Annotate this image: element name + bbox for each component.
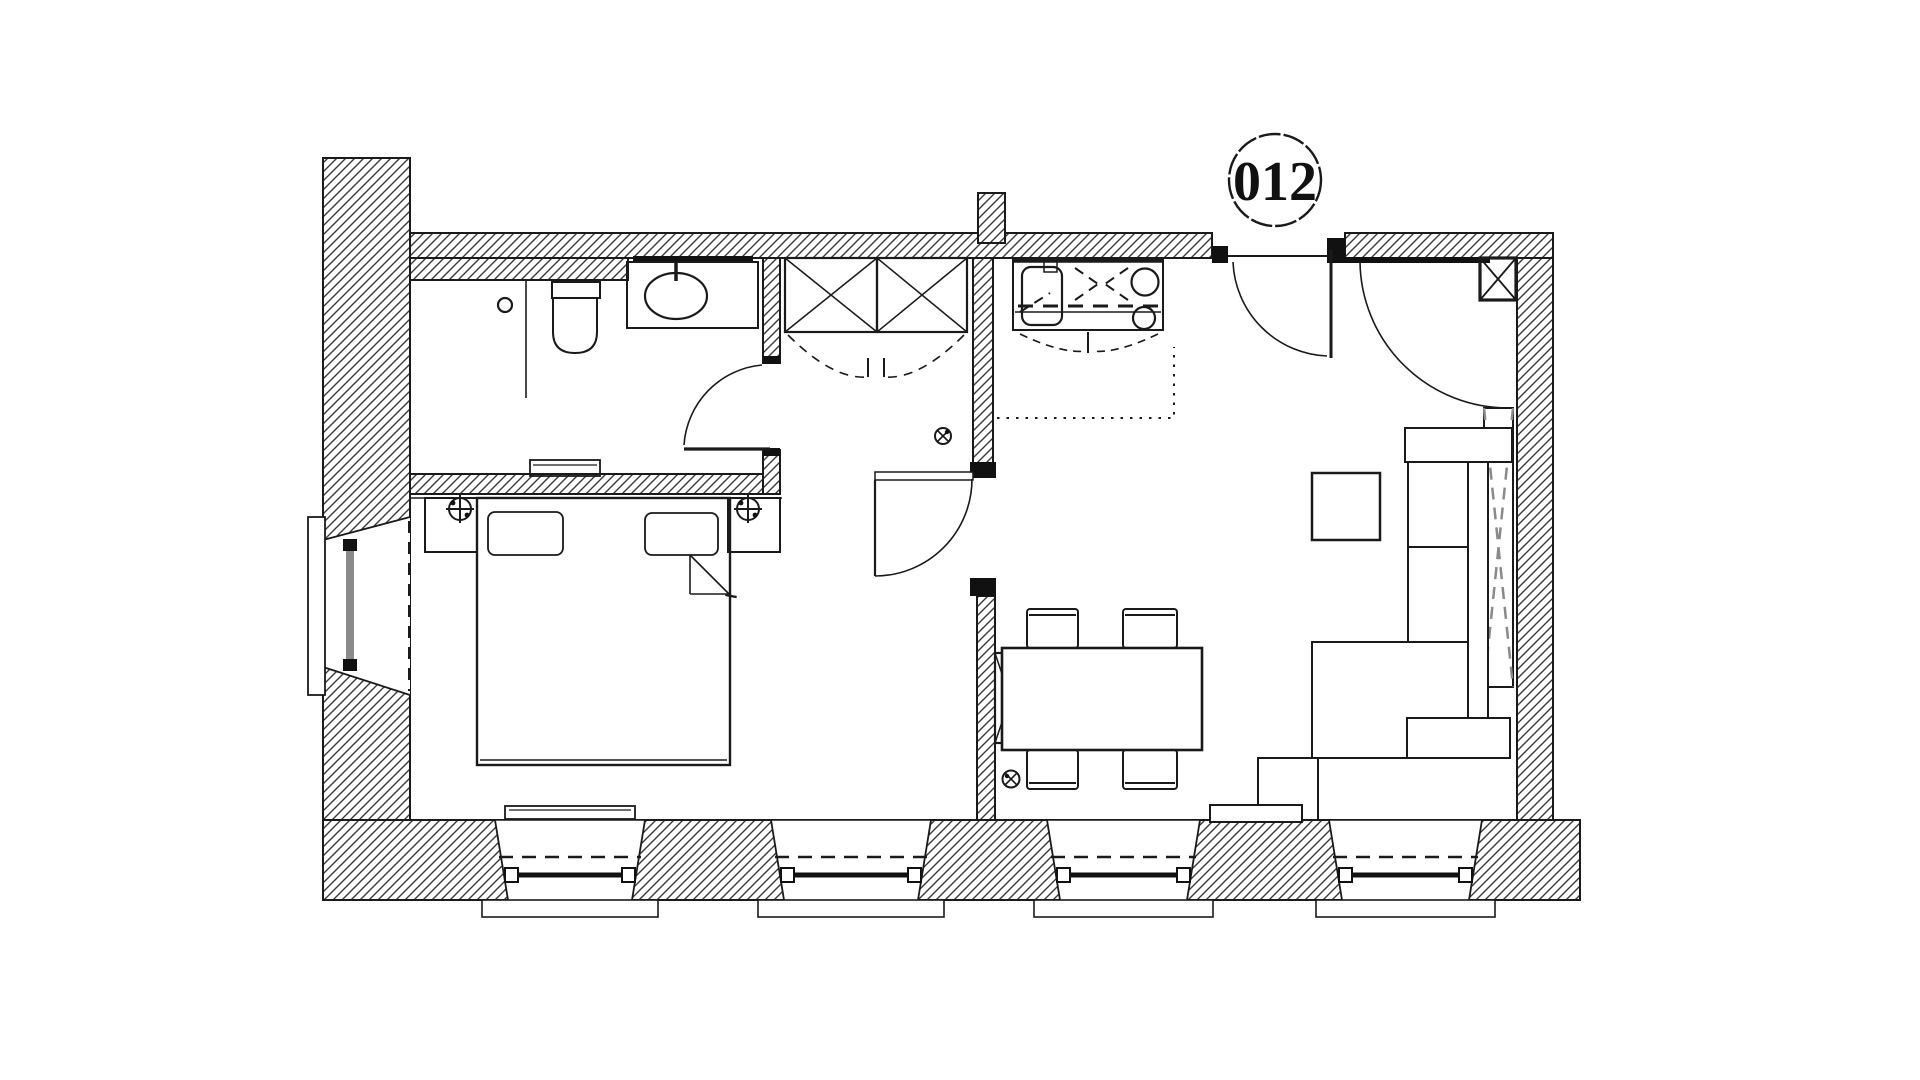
vent-shaft-icon <box>1478 256 1518 302</box>
unit-label-badge: 012 <box>1227 132 1323 228</box>
window-niche <box>771 820 931 900</box>
coffee-table-icon <box>1310 471 1382 542</box>
wall-chimney-stub <box>977 192 1006 244</box>
glazing-cap <box>343 659 357 671</box>
tv-stand-icon <box>1209 804 1303 823</box>
glazing-cap <box>504 867 519 883</box>
wall-divider-upper <box>972 257 994 478</box>
cap-divider-lower <box>970 578 996 596</box>
glazing-bar <box>346 547 354 663</box>
wall-bathroom-east-stub <box>762 449 781 495</box>
windows-bottom <box>481 819 1496 918</box>
glazing-cap <box>1338 867 1353 883</box>
bedroom-doorway-threshold <box>874 471 974 481</box>
living-dining-room <box>993 256 1518 823</box>
toilet-icon <box>552 297 598 355</box>
wall-right <box>1516 257 1554 821</box>
cabinet-door-swing <box>1091 333 1159 353</box>
living-door-swing <box>1359 261 1509 409</box>
pillow-icon <box>487 511 564 556</box>
built-in-wardrobe <box>783 256 969 378</box>
wall-top-living <box>1344 232 1554 259</box>
blanket-fold <box>689 554 737 599</box>
window <box>1315 819 1496 918</box>
unit-label-circle <box>1227 132 1323 228</box>
window-niche <box>1329 820 1482 900</box>
nightstand-icon <box>727 497 781 553</box>
outer-sill <box>481 899 659 918</box>
kitchen-tap-icon <box>1043 258 1058 273</box>
cabinet-door-swing <box>1019 333 1087 353</box>
cap-divider-upper <box>970 462 996 478</box>
cap-bath-door-top <box>763 356 780 364</box>
outer-sill <box>1033 899 1214 918</box>
window <box>481 819 659 918</box>
entry-doors <box>1232 250 1509 409</box>
ceiling-light-icon <box>934 427 952 445</box>
wall-bathroom-north-inner <box>409 257 629 281</box>
bedside-lamp-icon <box>734 495 762 523</box>
pillow-icon <box>644 512 719 556</box>
wall-divider-lower <box>976 595 996 821</box>
window-left-wall <box>307 516 411 696</box>
corner-sofa-icon <box>1257 427 1513 821</box>
wall-bathroom-south <box>409 473 781 495</box>
bathroom <box>496 256 770 477</box>
wall-bathroom-east <box>762 257 781 364</box>
hall <box>873 427 974 577</box>
wardrobe-door-swing <box>883 334 965 378</box>
ceiling-light-icon <box>1001 769 1021 789</box>
sofa-armrest <box>1404 427 1513 463</box>
sofa-seats <box>1407 461 1469 646</box>
kitchen-sink-icon <box>1020 265 1064 327</box>
reveal-line <box>322 516 411 541</box>
sofa-armrest <box>1406 717 1511 759</box>
bedroom <box>424 495 781 820</box>
glazing-cap <box>1056 867 1071 883</box>
outer-frame <box>307 516 326 696</box>
window-niche <box>495 820 645 900</box>
window <box>757 819 945 918</box>
sofa-backrest <box>1467 461 1489 719</box>
wall-face-bar-living <box>1345 257 1490 263</box>
bedroom-door-swing <box>874 478 973 577</box>
cap-bath-door-bottom <box>763 448 780 456</box>
double-bed-icon <box>475 496 732 767</box>
hob-burner-icon <box>1130 267 1160 297</box>
post-entry-left <box>1212 246 1228 263</box>
outer-sill <box>757 899 945 918</box>
radiator-icon <box>504 805 636 820</box>
kitchen-zone-dotted <box>997 347 1175 419</box>
floor-drain-icon <box>496 296 514 314</box>
outer-sill <box>1315 899 1496 918</box>
unit-label-text: 012 <box>1233 151 1317 213</box>
window <box>1033 819 1214 918</box>
bathroom-door-swing <box>683 364 763 446</box>
window-niche <box>323 517 410 695</box>
washbasin-counter <box>626 261 759 329</box>
entry-door-swing <box>1232 261 1328 357</box>
glazing-cap <box>621 867 636 883</box>
glazing-cap <box>343 539 357 551</box>
glazing-cap <box>907 867 922 883</box>
reveal-line <box>322 666 411 696</box>
kitchenette <box>997 258 1175 419</box>
mirror-icon <box>633 256 753 262</box>
window-niche <box>1047 820 1200 900</box>
wardrobe-door-swing <box>787 334 869 378</box>
dining-table-icon <box>1000 646 1204 752</box>
glazing-cap <box>1458 867 1473 883</box>
wardrobe-box <box>875 256 969 334</box>
glazing-cap <box>780 867 795 883</box>
bedside-lamp-icon <box>446 495 474 523</box>
glazing-cap <box>1176 867 1191 883</box>
wall-top <box>409 232 1213 259</box>
dining-chairs <box>1026 608 1178 790</box>
upper-cabinet-dashed <box>1019 267 1129 313</box>
radiator-icon <box>529 459 601 477</box>
